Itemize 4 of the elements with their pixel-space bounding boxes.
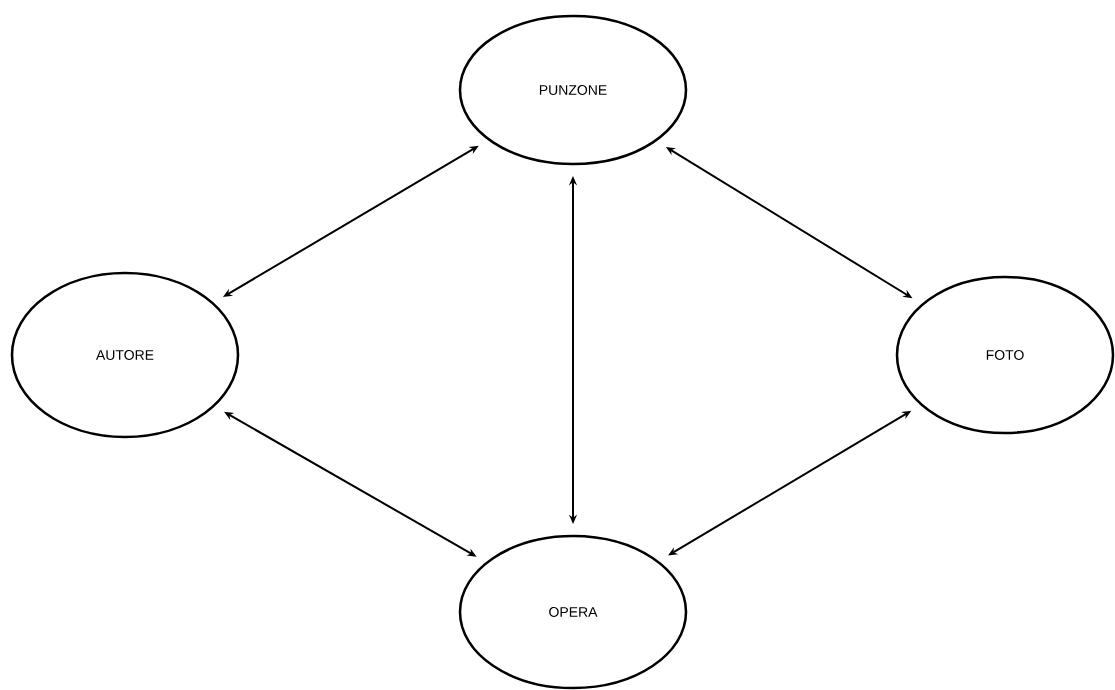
ellipse-node: AUTORE xyxy=(10,271,240,439)
ellipse-node: OPERA xyxy=(458,534,688,690)
ellipse-node: PUNZONE xyxy=(458,14,688,166)
ellipse-node: FOTO xyxy=(895,275,1115,435)
